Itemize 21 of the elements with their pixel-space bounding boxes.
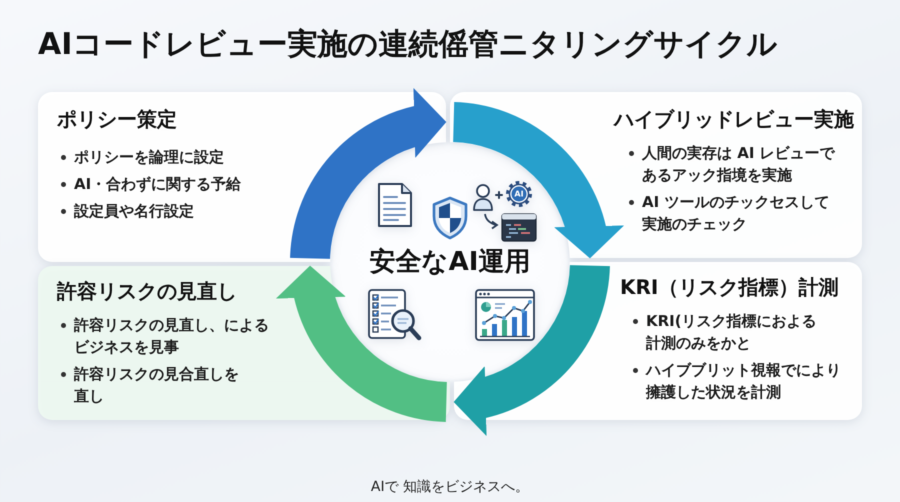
- bullet-text: 人間の実存は AI レビューであるアック指境を実施: [626, 142, 840, 186]
- cycle-arrow: [290, 90, 448, 260]
- bullet-text: 許容リスクの見合直しを直し: [58, 363, 252, 407]
- bullet-text: 設定員や名行設定: [58, 200, 194, 222]
- card-heading: ポリシー策定: [57, 106, 177, 132]
- bullet-text: KRI(リスク指標におよる計測のみをかと: [630, 310, 827, 354]
- gear-label: AI: [514, 190, 524, 198]
- cycle-arrow: [452, 102, 622, 260]
- card-heading: 許容リスクの見直し: [57, 278, 237, 304]
- diagram-title: AIコードレビュー実施の連続傜管ニタリングサイクル: [38, 26, 778, 64]
- card-heading: KRI（リスク指標）計測: [620, 274, 838, 300]
- tagline-text: AIで 知識をビジネスへ。: [370, 478, 530, 496]
- card-heading: ハイブリッドレビュー実施: [614, 106, 854, 132]
- bullet-text: ポリシーを論理に設定: [58, 146, 224, 168]
- bullet-text: AI ツールのチックセスして実施のチェック: [626, 191, 840, 235]
- bullet-text: ハイブブリット視報でにより擁護した状況を計測: [630, 359, 852, 403]
- cycle-arrow: [278, 264, 448, 422]
- bullet-text: 許容リスクの見直し、によるビジネスを見事: [58, 314, 278, 358]
- bullet-text: AI・合わずに関する予給: [58, 173, 242, 195]
- center-title: 安全なAI運用: [370, 246, 530, 278]
- cycle-arrow: [452, 264, 610, 434]
